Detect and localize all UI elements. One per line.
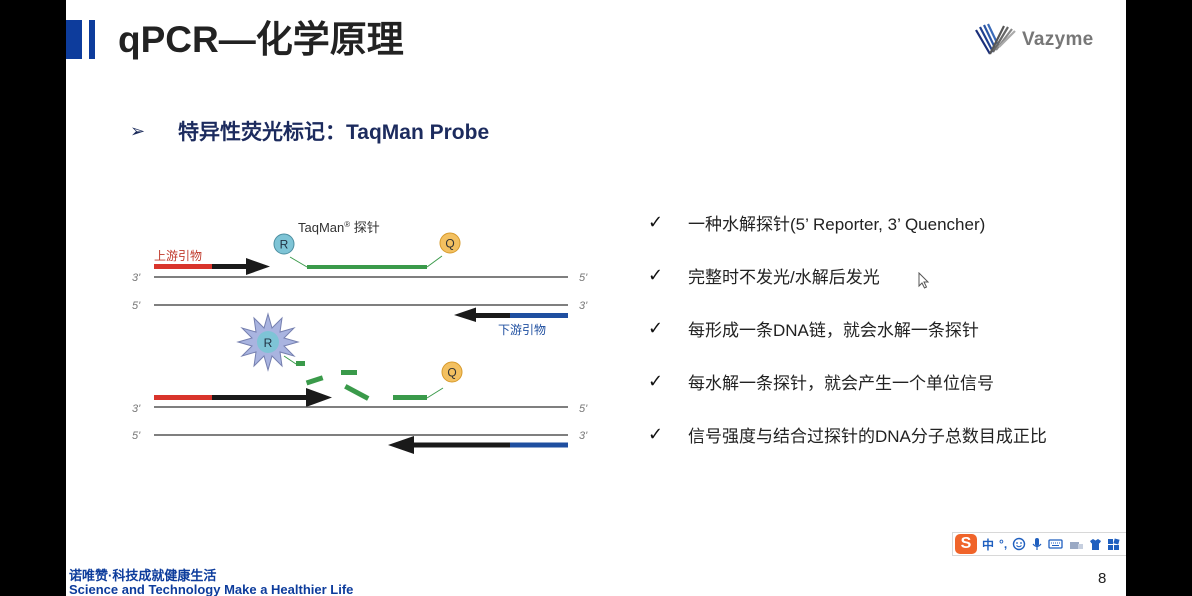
svg-text:R: R [280,238,289,252]
keyboard-icon[interactable] [1048,538,1063,550]
svg-text:3': 3' [579,430,588,442]
taqman-diagram: TaqMan® 探针 上游引物 R Q 3' 5' 5' 3' 下游引物 R [132,220,588,454]
probe-label: TaqMan [298,220,344,235]
svg-text:5': 5' [579,403,588,415]
forward-primer [154,264,212,269]
list-item: ✓ 每水解一条探针，就会产生一个单位信号 [648,371,994,393]
reverse-primer [510,313,568,318]
extension-arrow-icon [246,258,270,275]
svg-text:3': 3' [132,272,141,284]
subtitle-row: ➢ 特异性荧光标记：TaqMan Probe [130,116,489,146]
reverse-primer-label: 下游引物 [498,323,546,337]
svg-text:5': 5' [579,272,588,284]
quencher-dye [439,232,461,254]
check-icon: ✓ [648,371,664,391]
check-icon: ✓ [648,212,664,232]
check-icon: ✓ [648,318,664,338]
emoji-icon[interactable] [1012,537,1026,551]
title-accent-bar-thin [89,20,95,59]
punctuation-toggle[interactable]: °, [999,537,1008,551]
vazyme-logo-text: Vazyme [1022,29,1094,50]
svg-text:TaqMan® 探针: TaqMan® 探针 [298,220,380,235]
check-icon: ✓ [648,424,664,444]
sogou-logo-icon[interactable]: S [955,534,977,554]
slide: qPCR—化学原理 Vazyme ➢ 特异性荧光标记：TaqMan Probe [66,0,1126,596]
ime-mode-toggle[interactable]: 中 [982,537,995,552]
page-number: 8 [1098,570,1107,587]
toolbox-icon[interactable] [1068,537,1084,551]
list-item: ✓ 完整时不发光/水解后发光 [648,265,880,287]
arrow-bullet-icon: ➢ [130,120,146,141]
list-item: ✓ 信号强度与结合过探针的DNA分子总数目成正比 [648,424,1047,446]
list-item: ✓ 每形成一条DNA链，就会水解一条探针 [648,318,979,340]
reporter-dye [273,233,295,255]
svg-text:3': 3' [132,403,141,415]
vazyme-logo-icon [975,23,1016,55]
slide-title: qPCR—化学原理 [118,19,404,60]
probe [307,265,427,269]
list-item: ✓ 一种水解探针(5’ Reporter, 3’ Quencher) [648,212,986,234]
svg-text:5': 5' [132,430,141,442]
svg-text:R: R [264,336,273,350]
check-icon: ✓ [648,265,664,285]
vazyme-logo: Vazyme [974,22,1094,58]
svg-text:Q: Q [447,366,456,380]
subtitle: 特异性荧光标记：TaqMan Probe [178,121,490,144]
mouse-cursor-icon [918,272,930,289]
grid-icon[interactable] [1107,537,1120,551]
ime-toolbar[interactable]: S 中 °, [952,532,1126,556]
svg-text:5': 5' [132,300,141,312]
svg-text:3': 3' [579,300,588,312]
skin-icon[interactable] [1089,538,1102,551]
microphone-icon[interactable] [1031,537,1043,551]
title-accent-bar [66,20,82,59]
forward-primer-label: 上游引物 [154,249,202,263]
svg-text:Q: Q [445,237,454,251]
footer-slogan-en: Science and Technology Make a Healthier … [69,582,354,596]
footer-slogan-cn: 诺唯赞·科技成就健康生活 [69,568,217,583]
